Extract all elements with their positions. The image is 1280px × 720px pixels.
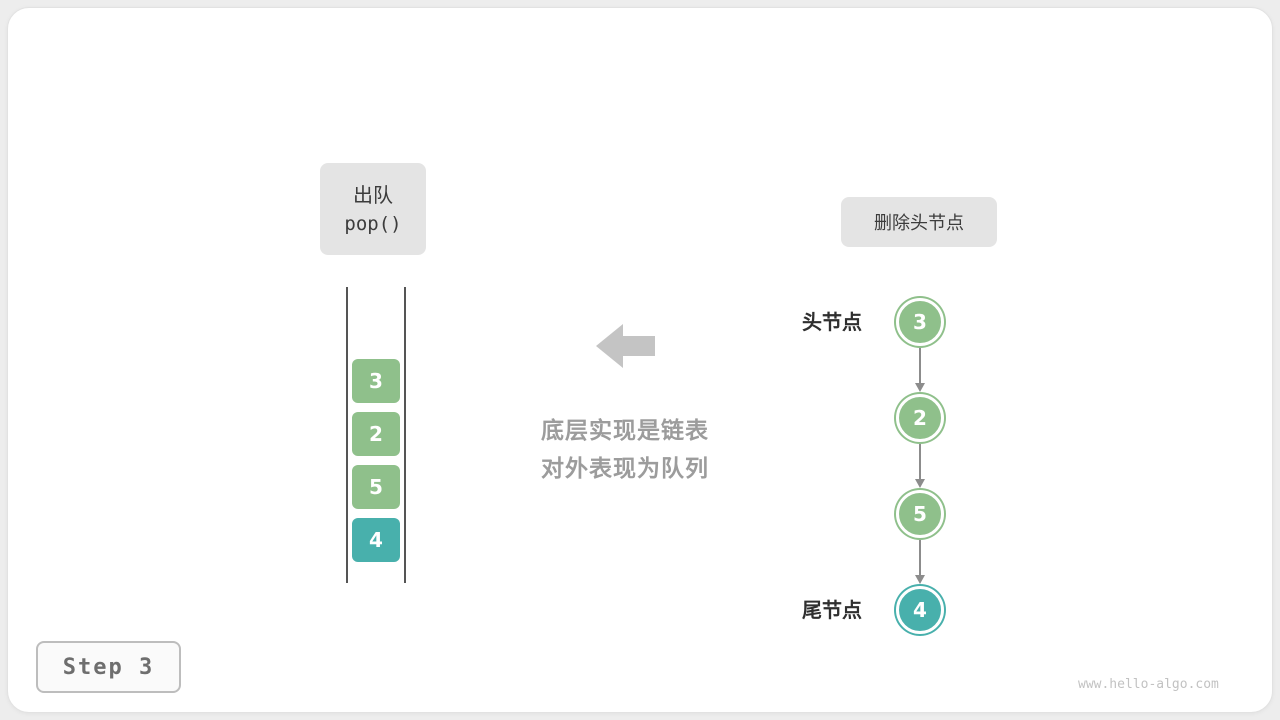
diagram-card (7, 7, 1273, 713)
left-arrow-icon-shaft (622, 336, 655, 356)
dequeue-label-cn: 出队 (353, 183, 393, 207)
operation-label-text: 删除头节点 (874, 213, 964, 234)
dequeue-label-code: pop() (344, 213, 402, 235)
arrow-line (919, 444, 921, 479)
queue-container: 3 2 5 4 (346, 287, 406, 583)
queue-item: 4 (352, 518, 400, 562)
head-node-label: 头节点 (802, 310, 862, 334)
dequeue-label-box: 出队 pop() (320, 163, 426, 255)
queue-item: 2 (352, 412, 400, 456)
down-arrow-icon (913, 444, 927, 488)
arrow-head (915, 479, 925, 488)
left-arrow-icon (596, 324, 623, 368)
caption-line2: 对外表现为队列 (541, 456, 709, 482)
arrow-head (915, 383, 925, 392)
queue-item: 5 (352, 465, 400, 509)
arrow-line (919, 348, 921, 383)
list-node: 5 (896, 490, 944, 538)
list-node: 3 (896, 298, 944, 346)
down-arrow-icon (913, 348, 927, 392)
caption-text: 底层实现是链表 对外表现为队列 (495, 412, 755, 488)
down-arrow-icon (913, 540, 927, 584)
list-node: 4 (896, 586, 944, 634)
watermark-text: www.hello-algo.com (1078, 677, 1219, 692)
queue-item: 3 (352, 359, 400, 403)
tail-node-label: 尾节点 (802, 598, 862, 622)
list-node: 2 (896, 394, 944, 442)
step-badge: Step 3 (36, 641, 181, 693)
operation-label-box: 删除头节点 (841, 197, 997, 247)
arrow-line (919, 540, 921, 575)
caption-line1: 底层实现是链表 (541, 418, 709, 444)
arrow-head (915, 575, 925, 584)
